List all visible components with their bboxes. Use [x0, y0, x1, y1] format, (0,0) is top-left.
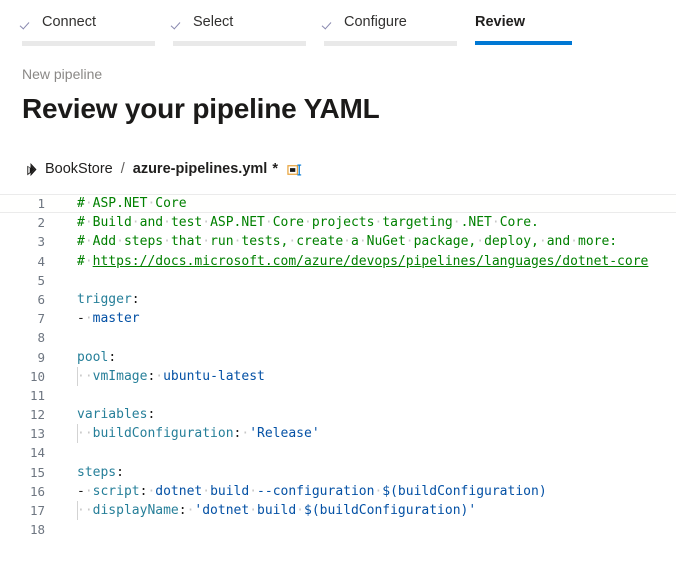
code-line[interactable]: 16 -·script:·dotnet·build·--configuration…	[0, 482, 676, 501]
line-number: 3	[37, 234, 45, 250]
wizard-step-connect[interactable]: Connect	[22, 8, 173, 48]
code-line[interactable]: 7 -·master	[0, 309, 676, 328]
line-number: 16	[29, 483, 45, 499]
line-number: 17	[29, 503, 45, 518]
code-line[interactable]: 14	[0, 443, 676, 462]
line-number: 1	[37, 196, 45, 211]
line-number: 7	[37, 311, 45, 327]
code-line[interactable]: 5	[0, 271, 676, 290]
wizard-steps: Connect Select Configure Review	[22, 8, 666, 48]
code-line-text[interactable]: ··buildConfiguration:·'Release'	[52, 424, 676, 444]
wizard-step-select[interactable]: Select	[173, 8, 324, 48]
code-line-text[interactable]: variables:	[77, 407, 156, 423]
code-line-text[interactable]: pool:	[77, 349, 117, 365]
line-number: 6	[37, 291, 45, 307]
code-line[interactable]: 12 variables:	[0, 405, 676, 424]
code-line[interactable]: 8	[0, 328, 676, 347]
code-line-text[interactable]: -·script:·dotnet·build·--configuration·$…	[77, 483, 547, 499]
wizard-step-review[interactable]: Review	[475, 8, 626, 48]
line-number: 12	[29, 407, 45, 423]
code-line[interactable]: 4 #·https://docs.microsoft.com/azure/devo…	[0, 252, 676, 271]
line-number: 18	[29, 522, 45, 538]
unsaved-changes-marker: *	[272, 161, 278, 177]
code-line-text[interactable]: trigger:	[77, 291, 140, 307]
check-icon	[22, 16, 35, 29]
wizard-step-review-label-row: Review	[475, 8, 626, 32]
check-icon	[324, 16, 337, 29]
wizard-step-label: Review	[475, 14, 525, 30]
code-line-text[interactable]: steps:	[77, 464, 124, 480]
code-line[interactable]: 3 #·Add·steps·that·run·tests,·create·a·Nu…	[0, 232, 676, 251]
wizard-step-label: Select	[193, 14, 234, 30]
wizard-step-configure-label-row: Configure	[324, 8, 475, 32]
wizard-step-progress-bar	[22, 41, 155, 46]
code-line-text[interactable]: -·master	[77, 311, 140, 327]
file-breadcrumb: BookStore / azure-pipelines.yml *	[0, 158, 676, 180]
yaml-code-editor[interactable]: 1 #·ASP.NET·Core 2 #·Build·and·test·ASP.NET…	[0, 194, 676, 539]
file-breadcrumb-separator: /	[120, 161, 125, 177]
breadcrumb: New pipeline	[22, 66, 103, 82]
wizard-step-progress-bar	[324, 41, 457, 46]
code-line-text[interactable]: #·Build·and·test·ASP.NET·Core·projects·t…	[77, 215, 539, 231]
code-line-text[interactable]: #·Add·steps·that·run·tests,·create·a·NuG…	[77, 234, 618, 250]
page-header: New pipeline Review your pipeline YAML	[0, 48, 676, 128]
code-link[interactable]: https://docs.microsoft.com/azure/devops/…	[92, 253, 649, 269]
wizard-step-progress-bar	[173, 41, 306, 46]
code-line-text[interactable]: ··displayName:·'dotnet·build·$(buildConf…	[52, 501, 676, 521]
line-number: 14	[29, 445, 45, 461]
wizard-step-select-label-row: Select	[173, 8, 324, 32]
code-line[interactable]: 17 ··displayName:·'dotnet·build·$(buildCo…	[0, 501, 676, 521]
code-line-text[interactable]: ··vmImage:·ubuntu-latest	[52, 366, 676, 386]
page-title: Review your pipeline YAML	[22, 93, 380, 124]
line-number: 2	[37, 215, 45, 231]
wizard-step-connect-label-row: Connect	[22, 8, 173, 32]
line-number: 11	[29, 387, 45, 403]
code-line[interactable]: 6 trigger:	[0, 290, 676, 309]
line-number: 5	[37, 272, 45, 288]
code-line[interactable]: 2 #·Build·and·test·ASP.NET·Core·projects·…	[0, 213, 676, 232]
wizard-step-label: Configure	[344, 14, 407, 30]
code-line[interactable]: 13 ··buildConfiguration:·'Release'	[0, 424, 676, 444]
code-line[interactable]: 9 pool:	[0, 348, 676, 367]
line-number: 13	[29, 426, 45, 442]
code-line-text[interactable]: #·ASP.NET·Core	[77, 196, 187, 211]
line-number: 10	[29, 368, 45, 384]
code-line[interactable]: 10 ··vmImage:·ubuntu-latest	[0, 366, 676, 386]
file-breadcrumb-filename[interactable]: azure-pipelines.yml	[132, 161, 268, 177]
code-line[interactable]: 1 #·ASP.NET·Core	[0, 194, 676, 214]
code-line-text[interactable]: #·https://docs.microsoft.com/azure/devop…	[77, 253, 649, 269]
line-number: 9	[37, 349, 45, 365]
code-line[interactable]: 11	[0, 386, 676, 405]
azure-repos-diamond-icon	[23, 162, 38, 177]
code-line[interactable]: 18	[0, 520, 676, 539]
line-number: 4	[37, 253, 45, 269]
code-line[interactable]: 15 steps:	[0, 463, 676, 482]
wizard-step-configure[interactable]: Configure	[324, 8, 475, 48]
editor-settings-icon[interactable]	[287, 163, 304, 177]
check-icon	[173, 16, 186, 29]
wizard-step-active-indicator	[475, 41, 572, 45]
file-breadcrumb-repo[interactable]: BookStore	[45, 161, 113, 177]
line-number: 8	[37, 330, 45, 346]
wizard-step-label: Connect	[42, 14, 97, 30]
line-number: 15	[29, 464, 45, 480]
wizard-tab-strip: Connect Select Configure Review	[0, 0, 676, 48]
